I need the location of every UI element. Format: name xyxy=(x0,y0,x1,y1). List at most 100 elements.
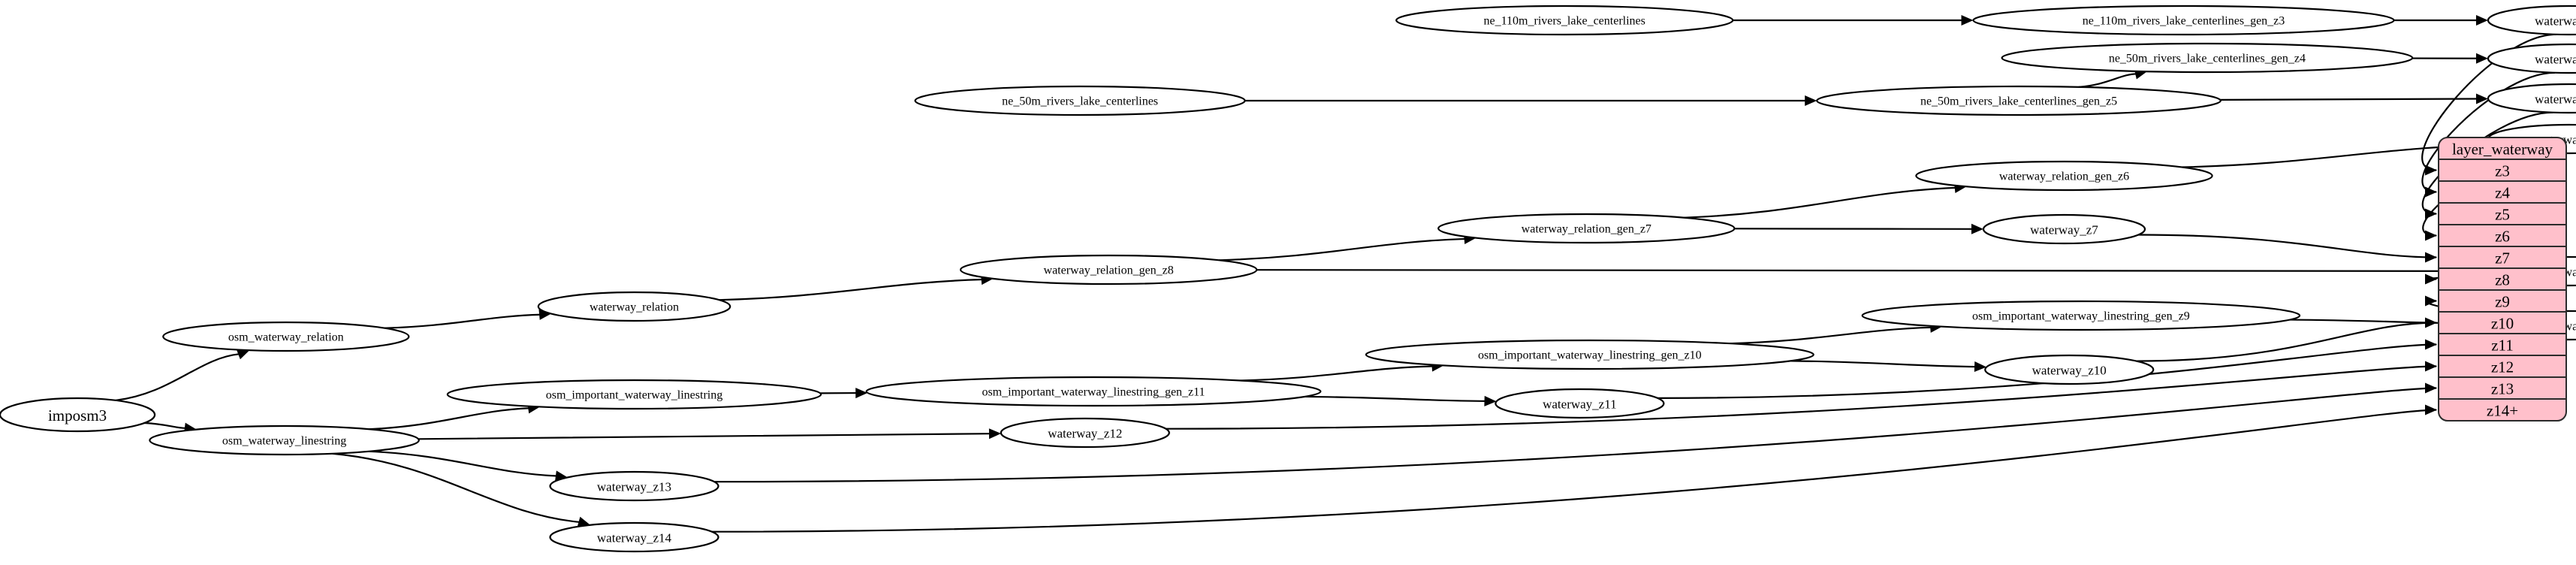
node-waterway_relation_gen_z6[interactable]: waterway_relation_gen_z6 xyxy=(1915,160,2213,192)
edge-arrowhead xyxy=(2425,317,2437,328)
edge-path xyxy=(1790,360,1976,368)
node-osm_important_waterway_linestring[interactable]: osm_important_waterway_linestring xyxy=(446,379,822,410)
node-ellipse xyxy=(914,85,1246,116)
edge-arrowhead xyxy=(1805,95,1817,106)
edge-path xyxy=(719,278,983,301)
table-row-z10[interactable]: z10 xyxy=(2491,315,2514,333)
node-ellipse xyxy=(2001,42,2414,74)
table-row-z7[interactable]: z7 xyxy=(2495,249,2510,267)
node-ellipse xyxy=(2487,43,2576,74)
table-row-z3[interactable]: z3 xyxy=(2495,162,2510,180)
node-waterway_relation_gen_z8[interactable]: waterway_relation_gen_z8 xyxy=(959,254,1258,286)
edge-waterway_z13-to-layer_waterway-z13 xyxy=(714,387,2437,483)
edge-path xyxy=(1166,365,2437,430)
node-label: waterway_z11 xyxy=(1543,397,1617,412)
node-waterway_relation_gen_z7[interactable]: waterway_relation_gen_z7 xyxy=(1437,213,1736,244)
node-label: ne_110m_rivers_lake_centerlines xyxy=(1484,15,1645,28)
edge-path xyxy=(2136,322,2437,362)
node-ellipse xyxy=(1984,354,2155,385)
layer-waterway-table-header: layer_waterway xyxy=(2452,140,2553,159)
layer-waterway-table-body xyxy=(2438,137,2567,421)
table-row-z13[interactable]: z13 xyxy=(2491,380,2514,398)
table-row-z5[interactable]: z5 xyxy=(2495,206,2510,224)
node-ellipse xyxy=(1395,5,1734,36)
table-row-z11[interactable]: z11 xyxy=(2491,337,2514,355)
node-ellipse xyxy=(959,254,1258,286)
table-row-z9[interactable]: z9 xyxy=(2495,293,2510,311)
node-ne_50m_rivers_lake_centerlines[interactable]: ne_50m_rivers_lake_centerlines xyxy=(914,85,1246,116)
node-ne_50m_rivers_lake_centerlines_gen_z4[interactable]: ne_50m_rivers_lake_centerlines_gen_z4 xyxy=(2001,42,2414,74)
edge-path xyxy=(714,387,2437,483)
node-imposm3[interactable]: imposm3 xyxy=(0,397,156,433)
node-osm_important_waterway_linestring_gen_z10[interactable]: osm_important_waterway_linestring_gen_z1… xyxy=(1365,339,1814,370)
node-osm_important_waterway_linestring_gen_z9[interactable]: osm_important_waterway_linestring_gen_z9 xyxy=(1861,300,2301,331)
table-row-z6[interactable]: z6 xyxy=(2495,228,2510,246)
node-label: ne_50m_rivers_lake_centerlines_gen_z4 xyxy=(2109,53,2306,65)
table-row-z12[interactable]: z12 xyxy=(2491,358,2514,376)
node-label: waterway_z14 xyxy=(597,531,672,545)
node-ellipse xyxy=(1000,417,1170,449)
node-ellipse xyxy=(162,321,410,352)
node-waterway_z14[interactable]: waterway_z14 xyxy=(549,521,719,553)
table-row-z14plus[interactable]: z14+ xyxy=(2487,402,2518,420)
edge-path xyxy=(144,421,186,429)
node-ellipse xyxy=(446,379,822,410)
edge-arrowhead xyxy=(555,470,568,482)
edge-arrowhead xyxy=(2425,295,2437,307)
node-ellipse xyxy=(149,425,420,456)
node-label: osm_important_waterway_linestring xyxy=(546,389,723,402)
edge-arrowhead xyxy=(2425,230,2437,241)
edge-path xyxy=(1305,395,1486,403)
node-label: osm_important_waterway_linestring_gen_z1… xyxy=(982,386,1205,399)
edge-osm_important_waterway_linestring_gen_z10-to-waterway_z10 xyxy=(1790,360,1976,368)
edge-path xyxy=(1240,365,1434,382)
edge-path xyxy=(1684,186,1956,219)
node-layer: imposm3 osm_waterway_relation osm_waterway… xyxy=(0,5,2576,553)
node-label: imposm3 xyxy=(48,406,107,425)
node-ellipse xyxy=(2487,5,2576,36)
node-ellipse xyxy=(549,521,719,553)
edge-arrowhead xyxy=(2425,339,2437,350)
table-row-z4[interactable]: z4 xyxy=(2495,184,2510,202)
node-label: ne_110m_rivers_lake_centerlines_gen_z3 xyxy=(2083,15,2285,28)
edge-path xyxy=(369,407,529,431)
node-osm_waterway_linestring[interactable]: osm_waterway_linestring xyxy=(149,425,420,456)
edge-waterway_z4-to-layer_waterway-z4 xyxy=(2421,71,2555,193)
node-osm_important_waterway_linestring_gen_z11[interactable]: osm_important_waterway_linestring_gen_z1… xyxy=(865,376,1322,407)
node-waterway_z7[interactable]: waterway_z7 xyxy=(1982,213,2146,245)
node-label: waterway_z13 xyxy=(597,480,671,494)
node-waterway_z3[interactable]: waterway_z3 xyxy=(2487,5,2576,36)
edge-ne_50m_rivers_lake_centerlines_gen_z5-to-ne_50m_rivers_lake_centerlines_gen_z4 xyxy=(2078,73,2137,88)
node-ellipse xyxy=(1495,388,1665,419)
node-ne_50m_rivers_lake_centerlines_gen_z5[interactable]: ne_50m_rivers_lake_centerlines_gen_z5 xyxy=(1816,85,2222,116)
node-waterway_z11[interactable]: waterway_z11 xyxy=(1495,388,1665,419)
node-ellipse xyxy=(1982,213,2146,245)
edge-arrowhead xyxy=(2425,404,2437,415)
edge-arrowhead xyxy=(2425,252,2437,263)
table-row-z8[interactable]: z8 xyxy=(2495,271,2510,289)
node-waterway_relation[interactable]: waterway_relation xyxy=(537,291,731,322)
edge-waterway_relation_gen_z8-to-waterway_z8 xyxy=(1256,269,2478,272)
edge-arrowhead xyxy=(2475,53,2488,64)
node-ellipse xyxy=(1915,160,2213,192)
edge-arrowhead xyxy=(2425,165,2437,176)
node-ellipse xyxy=(865,376,1322,407)
node-label: osm_important_waterway_linestring_gen_z1… xyxy=(1478,349,1702,362)
node-waterway_z12[interactable]: waterway_z12 xyxy=(1000,417,1170,449)
edge-path xyxy=(2078,73,2137,88)
node-ne_110m_rivers_lake_centerlines_gen_z3[interactable]: ne_110m_rivers_lake_centerlines_gen_z3 xyxy=(1972,5,2395,36)
edge-path xyxy=(418,433,991,440)
node-waterway_z10[interactable]: waterway_z10 xyxy=(1984,354,2155,385)
node-ellipse xyxy=(2487,83,2576,114)
edge-osm_waterway_linestring-to-waterway_z13 xyxy=(369,450,557,477)
node-waterway_z5[interactable]: waterway_z5 xyxy=(2487,83,2576,114)
edge-waterway_z7-to-layer_waterway-z7 xyxy=(2138,234,2437,258)
edge-path xyxy=(332,452,581,524)
node-osm_waterway_relation[interactable]: osm_waterway_relation xyxy=(162,321,410,352)
node-ellipse xyxy=(549,470,719,502)
node-label: waterway_z5 xyxy=(2535,92,2576,107)
node-waterway_z4[interactable]: waterway_z4 xyxy=(2487,43,2576,74)
node-ne_110m_rivers_lake_centerlines[interactable]: ne_110m_rivers_lake_centerlines xyxy=(1395,5,1734,36)
edge-arrowhead xyxy=(2425,382,2437,394)
node-waterway_z13[interactable]: waterway_z13 xyxy=(549,470,719,502)
